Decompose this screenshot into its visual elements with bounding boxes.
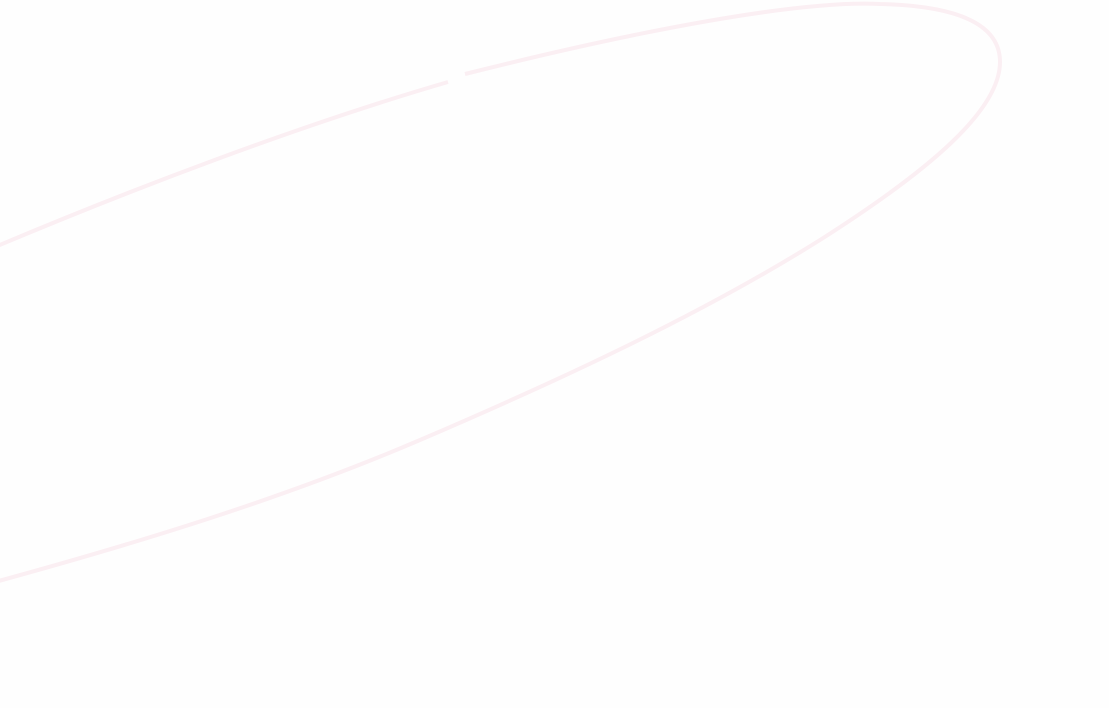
ellipse-arc-main [0,1,1003,583]
ellipse-arc-upper-left [0,80,449,248]
